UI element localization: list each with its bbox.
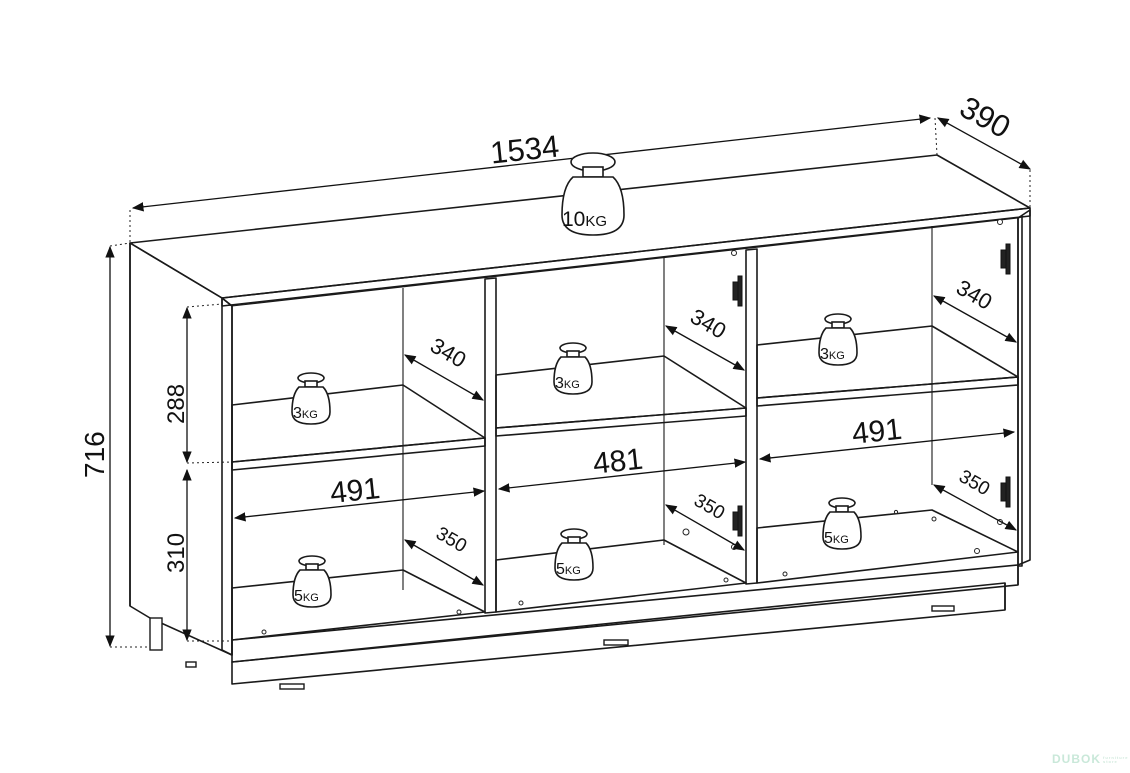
svg-text:3KG: 3KG <box>293 405 318 422</box>
weight-value: 5 <box>294 588 303 605</box>
shelf-right-bottom <box>756 509 1019 584</box>
svg-text:5KG: 5KG <box>824 530 849 547</box>
label-depth: 390 <box>954 89 1016 145</box>
brand-tagline: furniture store <box>1103 754 1129 764</box>
shelf-middle-bottom <box>495 539 747 613</box>
weight-icon: 5KG <box>822 497 862 550</box>
weight-icon: 3KG <box>818 313 858 366</box>
label-depth-bottom-middle: 350 <box>690 490 728 524</box>
label-middle-width: 481 <box>591 443 644 481</box>
label-depth-bottom-right: 350 <box>955 466 993 500</box>
foot-front-left <box>279 683 305 690</box>
divider-left <box>484 277 497 614</box>
svg-text:3KG: 3KG <box>555 375 580 392</box>
shelf-left-bottom <box>231 569 486 641</box>
foot-right <box>931 605 955 612</box>
weight-value: 3 <box>555 375 564 392</box>
weight-unit: KG <box>303 592 319 604</box>
label-top-shelf-height: 288 <box>163 384 190 424</box>
svg-text:5KG: 5KG <box>294 588 319 605</box>
label-width: 1534 <box>489 129 561 171</box>
weight-unit: KG <box>829 350 845 362</box>
weight-icon: 5KG <box>554 528 594 581</box>
weight-unit: KG <box>564 379 580 391</box>
divider-right <box>745 248 758 585</box>
label-bottom-shelf-height: 310 <box>163 533 190 573</box>
weight-icon: 3KG <box>553 342 593 395</box>
svg-text:3KG: 3KG <box>820 346 845 363</box>
label-height: 716 <box>79 431 110 478</box>
plinth <box>231 564 1019 663</box>
weight-icon: 10KG <box>561 152 625 236</box>
weight-value: 3 <box>293 405 302 422</box>
svg-text:5KG: 5KG <box>556 561 581 578</box>
label-right-width: 491 <box>850 413 903 451</box>
left-side-panel <box>129 242 233 656</box>
left-side-front-edge <box>221 297 233 656</box>
weight-unit: KG <box>833 534 849 546</box>
foot-left <box>149 617 163 651</box>
weight-unit: KG <box>302 409 318 421</box>
weight-unit: KG <box>565 565 581 577</box>
right-side-panel <box>1017 209 1031 566</box>
label-depth-bottom-left: 350 <box>432 523 470 557</box>
label-left-width: 491 <box>328 472 381 510</box>
label-depth-top-left: 340 <box>426 333 470 373</box>
dimension-lines <box>105 114 1032 648</box>
weight-top-unit: KG <box>585 213 607 230</box>
weight-value: 3 <box>820 346 829 363</box>
brand-name: DUBOK <box>1052 752 1101 766</box>
weight-icon: 3KG <box>291 372 331 425</box>
weight-top-value: 10 <box>562 208 585 231</box>
right-door-edge <box>1017 215 1023 567</box>
weight-value: 5 <box>556 561 565 578</box>
foot-front-mid <box>603 639 629 646</box>
svg-text:10KG: 10KG <box>562 208 607 231</box>
weight-icon: 5KG <box>292 555 332 608</box>
weight-value: 5 <box>824 530 833 547</box>
label-depth-top-middle: 340 <box>686 304 730 344</box>
cabinet-top-edge <box>221 207 1031 307</box>
label-depth-top-right: 340 <box>952 275 996 315</box>
